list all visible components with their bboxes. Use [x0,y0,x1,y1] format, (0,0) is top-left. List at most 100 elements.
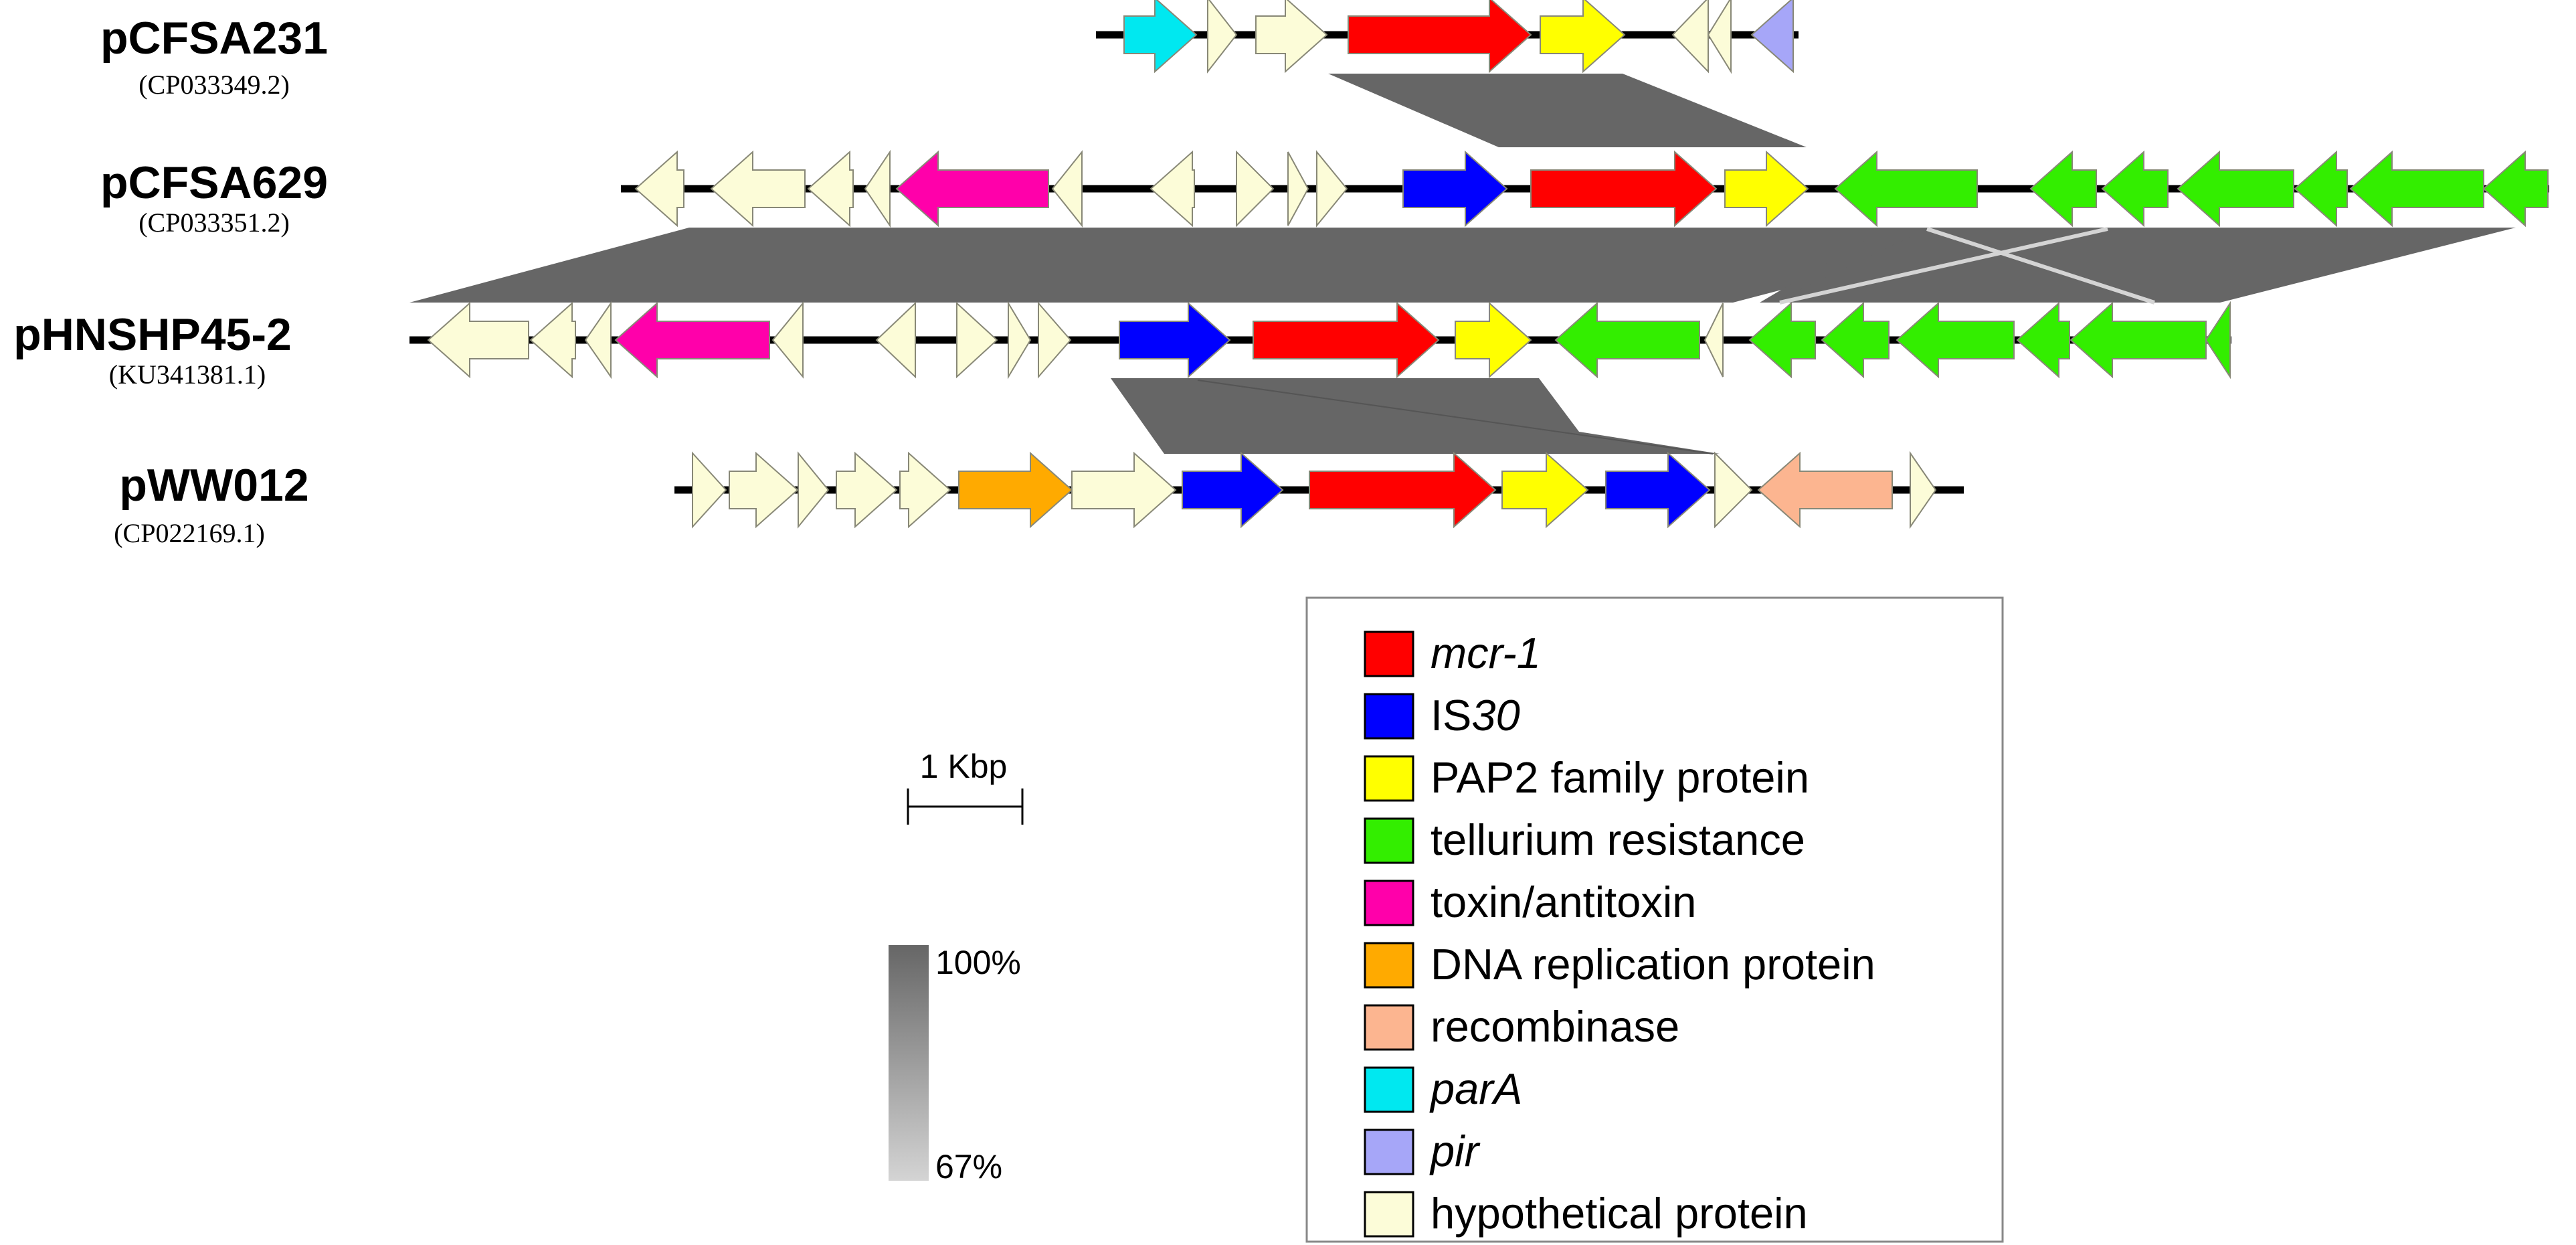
legend-label-part: parA [1429,1064,1522,1113]
gene-arrow-hyp [1707,0,1732,74]
legend-label-part: toxin/antitoxin [1431,878,1696,926]
gene-arrow-hyp [710,150,806,228]
gene-arrow-hyp [529,301,576,379]
gene-arrow-hyp [1287,151,1309,226]
legend-label: DNA replication protein [1431,940,1875,989]
legend-label-part: DNA replication protein [1431,940,1875,989]
identity-min-label: 67% [935,1148,1002,1185]
legend-label-part: tellurium resistance [1431,815,1805,864]
homology-block [409,228,2021,303]
gene-arrow-tellurium [2349,150,2484,228]
legend-label: IS30 [1431,691,1520,740]
gene-arrow-pap2 [1455,301,1532,379]
gene-arrow-tellurium [1834,150,1978,228]
gene-arrow-hyp [836,451,898,529]
homology-block [1111,378,1720,454]
plasmid-name: pWW012 [119,460,308,511]
legend-label: hypothetical protein [1431,1189,1808,1238]
plasmid-labels: pCFSA231 (CP033349.2) pCFSA629 (CP033351… [13,13,328,548]
gene-arrow-hyp [807,150,854,228]
legend-label-part: 30 [1471,691,1520,740]
gene-arrow-hyp [899,451,951,529]
gene-arrow-mcr1 [1253,301,1440,379]
legend-swatch [1364,1066,1414,1113]
legend-label-part: hypothetical protein [1431,1189,1808,1238]
scale-bar: 1 Kbp [907,748,1024,825]
gene-arrow-hyp [1207,0,1238,74]
gene-arrow-hyp [584,301,612,380]
legend-label-part: PAP2 family protein [1431,753,1809,802]
homology-block [1328,74,1807,147]
gene-arrow-hyp [1671,0,1709,74]
gene-arrow-toxin [614,301,770,379]
gene-arrow-hyp [692,451,727,529]
gene-arrow-hyp [956,301,998,379]
gene-arrow-tellurium [1821,301,1890,379]
legend-swatch [1364,880,1414,926]
homology-line [1197,380,1714,454]
legend-swatch [1364,942,1414,989]
gene-arrow-hyp [634,150,684,228]
gene-arrow-pap2 [1540,0,1626,74]
legend-label: tellurium resistance [1431,815,1805,864]
gene-arrow-tellurium [2101,150,2169,228]
legend-label-part: mcr-1 [1431,629,1541,677]
legend-swatch [1364,693,1414,740]
gene-arrow-pap2 [1501,451,1589,529]
gene-arrow-is30 [1119,301,1231,379]
homology-line [1926,227,2155,305]
plasmid-accession: (KU341381.1) [109,359,266,390]
gene-arrow-mcr1 [1348,0,1532,74]
gene-arrow-hyp [1236,150,1275,228]
gene-arrow-is30 [1182,451,1284,529]
gene-arrow-mcr1 [1530,150,1718,228]
gene-arrow-recombinase [1757,451,1893,529]
identity-max-label: 100% [935,944,1021,981]
gene-arrow-tellurium [1554,301,1700,379]
legend-swatch [1364,1004,1414,1051]
legend-swatch [1364,1129,1414,1175]
identity-scale: 100% 67% [889,944,1021,1185]
gene-arrow-tellurium [2205,301,2231,380]
gene-arrow-toxin [895,150,1049,228]
legend-box [1305,596,2004,1243]
legend-label: PAP2 family protein [1431,753,1809,802]
legend-label-part: recombinase [1431,1002,1679,1051]
gene-arrow-hyp [875,301,916,379]
gene-arrow-hyp [1255,0,1328,74]
gene-arrow-hyp [1910,450,1937,529]
gene-arrow-hyp [1051,150,1083,228]
gene-arrow-hyp [771,301,804,379]
legend-swatch [1364,817,1414,864]
gene-arrow-hyp [1149,150,1195,228]
legend-label: recombinase [1431,1002,1679,1051]
gene-arrow-tellurium [2029,150,2097,228]
gene-arrow-hyp [1316,150,1348,228]
identity-gradient [889,945,929,1181]
plasmid-accession: (CP022169.1) [114,518,265,548]
gene-arrow-hyp [1704,303,1724,378]
gene-arrow-tellurium [2177,150,2294,228]
legend-label-part: pir [1429,1127,1481,1175]
gene-arrow-pir [1750,0,1794,74]
legend-label: toxin/antitoxin [1431,878,1696,926]
gene-arrow-is30 [1605,451,1711,529]
plasmid-name: pCFSA231 [100,13,328,64]
gene-arrow-tellurium [1748,301,1816,379]
gene-arrow-tellurium [2294,150,2348,228]
gene-arrow-is30 [1402,150,1508,228]
gene-arrow-tellurium [2016,301,2070,379]
gene-arrow-hyp [798,451,830,529]
gene-arrow-hyp [729,451,799,529]
plasmid-name: pCFSA629 [100,157,328,208]
legend-label: parA [1429,1064,1522,1113]
scale-label: 1 Kbp [920,748,1008,785]
gene-arrow-tellurium [2069,301,2207,379]
plasmid-accession: (CP033351.2) [139,208,290,238]
gene-arrow-hyp [864,149,891,228]
gene-arrow-mcr1 [1309,451,1497,529]
homology-line [1779,227,2108,305]
gene-arrow-parA [1123,0,1198,74]
